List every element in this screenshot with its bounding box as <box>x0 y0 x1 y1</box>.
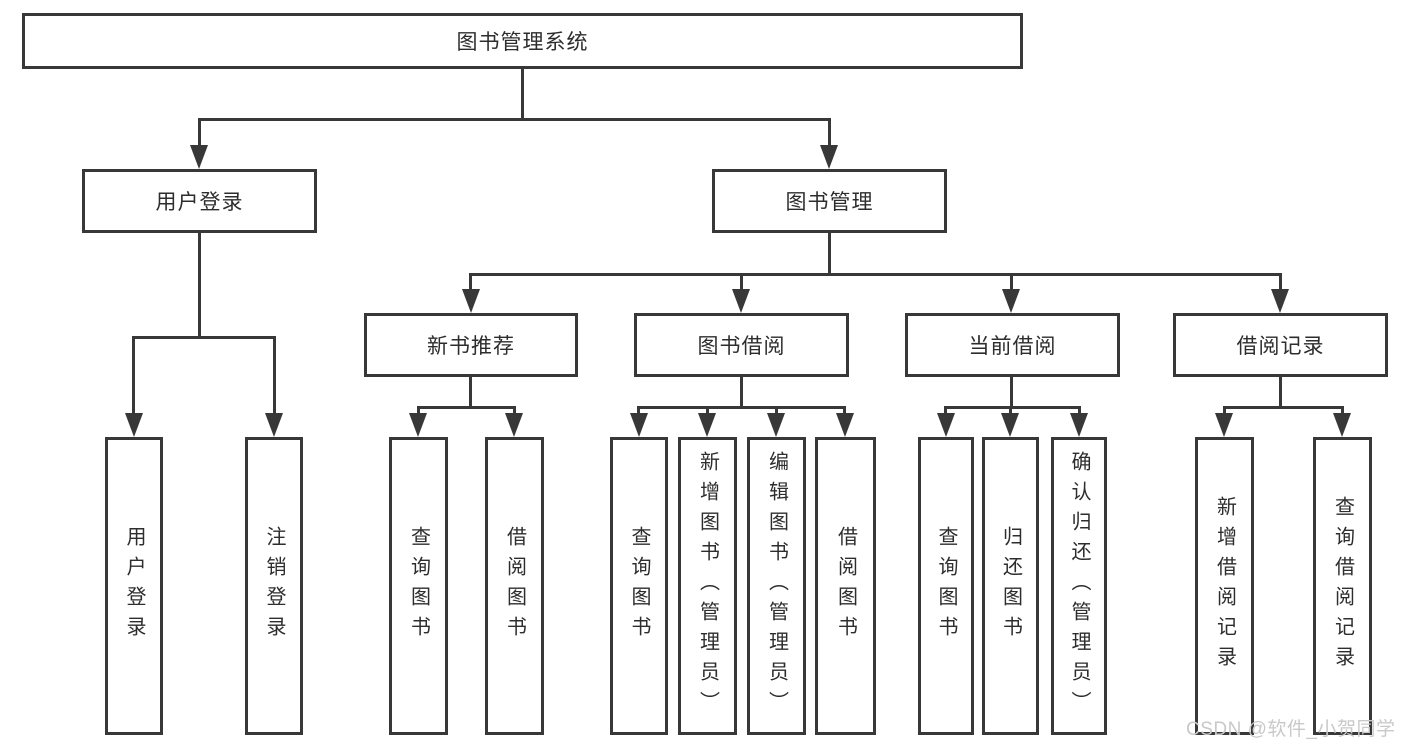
connector-line <box>470 273 1281 276</box>
connector-line <box>1009 406 1012 415</box>
connector-line <box>132 336 135 414</box>
leaf-add-borrow-record: 新增借阅记录 <box>1195 437 1254 735</box>
connector-arrow <box>836 413 854 437</box>
connector-arrow <box>462 289 480 313</box>
connector-line <box>637 406 640 415</box>
connector-line <box>417 406 420 415</box>
connector-line <box>521 69 524 118</box>
connector-line <box>637 406 846 409</box>
connector-arrow <box>630 413 648 437</box>
connector-arrow <box>1215 413 1233 437</box>
leaf-borrow-books-recommend: 借阅图书 <box>485 437 544 735</box>
connector-line <box>273 336 276 414</box>
connector-arrow <box>409 413 427 437</box>
connector-arrow <box>1070 413 1088 437</box>
connector-line <box>513 406 516 415</box>
connector-arrow <box>937 413 955 437</box>
connector-line <box>132 336 276 339</box>
connector-arrow <box>698 413 716 437</box>
watermark-text: CSDN @软件_小贺同学 <box>1186 719 1396 740</box>
leaf-query-borrow-record: 查询借阅记录 <box>1313 437 1372 735</box>
connector-line <box>828 233 831 273</box>
leaf-return-books: 归还图书 <box>982 437 1039 735</box>
connector-line <box>775 406 778 415</box>
connector-line <box>198 233 201 336</box>
connector-line <box>740 273 743 291</box>
connector-line <box>1223 406 1344 409</box>
node-current-borrowing: 当前借阅 <box>905 313 1120 377</box>
connector-line <box>1279 377 1282 409</box>
leaf-user-login: 用户登录 <box>105 437 163 735</box>
leaf-logout-login: 注销登录 <box>245 437 303 735</box>
node-new-book-recommend: 新书推荐 <box>364 313 578 377</box>
connector-line <box>1010 377 1013 409</box>
connector-line <box>1279 273 1282 291</box>
connector-line <box>944 406 1081 409</box>
connector-line <box>198 118 201 148</box>
node-book-borrowing: 图书借阅 <box>634 313 849 377</box>
connector-line <box>1341 406 1344 415</box>
connector-arrow <box>505 413 523 437</box>
connector-line <box>828 118 831 148</box>
leaf-query-books-recommend: 查询图书 <box>389 437 448 735</box>
leaf-borrow-books: 借阅图书 <box>815 437 876 735</box>
leaf-query-books-current: 查询图书 <box>918 437 974 735</box>
connector-arrow <box>1271 289 1289 313</box>
node-borrowing-records: 借阅记录 <box>1173 313 1388 377</box>
connector-arrow <box>1002 289 1020 313</box>
leaf-add-books-admin: 新增图书（管理员） <box>678 437 737 735</box>
connector-arrow <box>265 413 283 437</box>
connector-arrow <box>1333 413 1351 437</box>
connector-line <box>469 377 472 409</box>
connector-line <box>843 406 846 415</box>
connector-arrow <box>767 413 785 437</box>
leaf-confirm-return-admin: 确认归还（管理员） <box>1051 437 1107 735</box>
connector-line <box>706 406 709 415</box>
connector-line <box>417 406 516 409</box>
connector-arrow <box>732 289 750 313</box>
connector-arrow <box>1001 413 1019 437</box>
connector-arrow <box>820 145 838 169</box>
leaf-edit-books-admin: 编辑图书（管理员） <box>747 437 806 735</box>
connector-line <box>1223 406 1226 415</box>
connector-line <box>198 118 831 121</box>
connector-line <box>740 377 743 409</box>
connector-line <box>1010 273 1013 291</box>
connector-line <box>944 406 947 415</box>
leaf-query-books-borrowing: 查询图书 <box>610 437 668 735</box>
connector-arrow <box>190 145 208 169</box>
connector-arrow <box>125 413 143 437</box>
connector-line <box>469 273 472 291</box>
node-user-login: 用户登录 <box>82 169 317 233</box>
root-node-box: 图书管理系统 <box>22 13 1023 69</box>
node-book-management: 图书管理 <box>712 169 947 233</box>
connector-line <box>1078 406 1081 415</box>
